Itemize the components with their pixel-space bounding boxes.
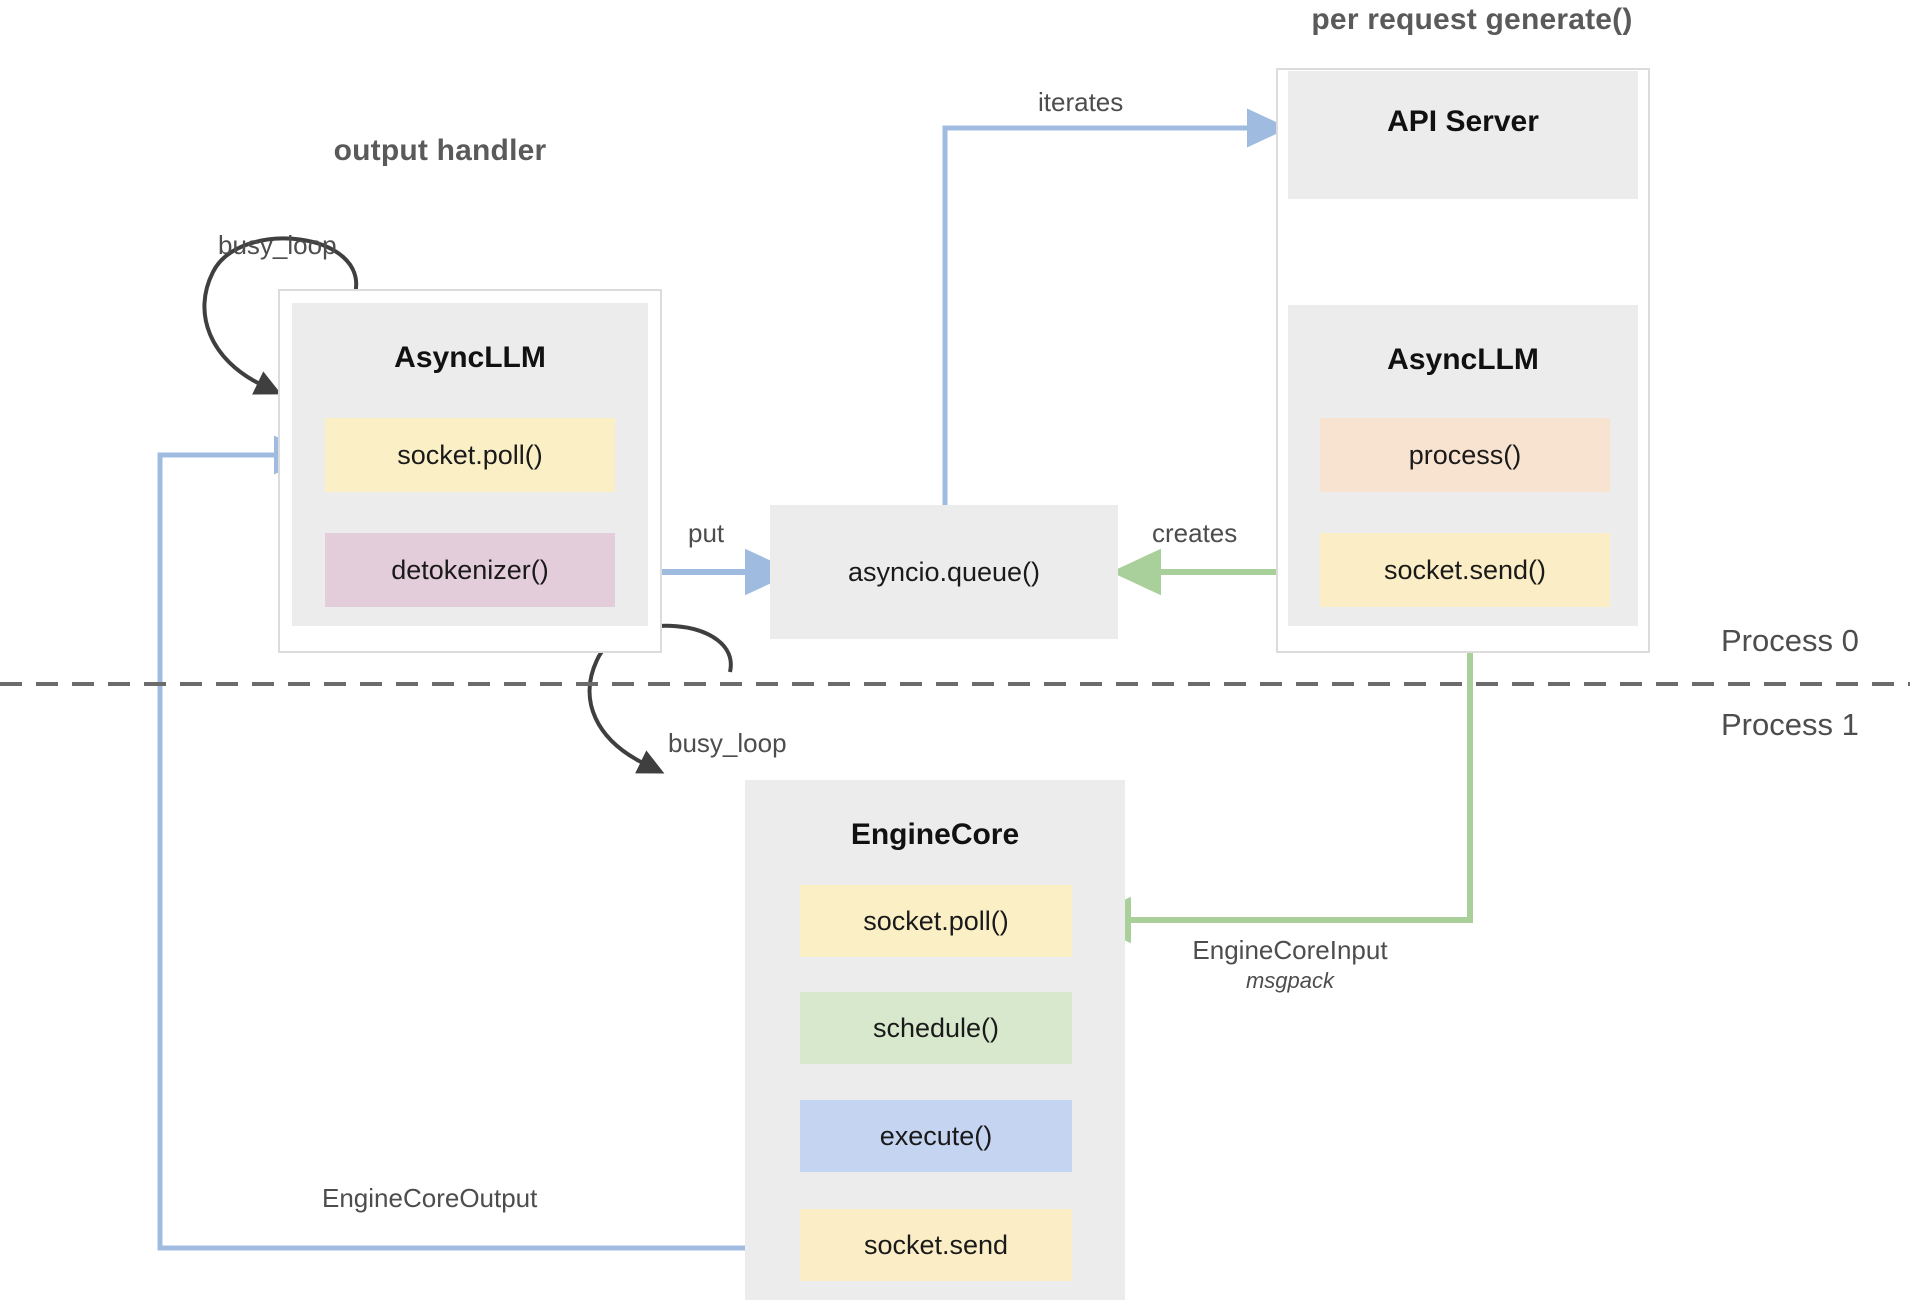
node-asyncio-queue[interactable]: asyncio.queue() (770, 505, 1118, 639)
chip-label: socket.poll() (397, 439, 543, 470)
module-title-api-server: API Server (1387, 105, 1539, 138)
chip-socket-send-enginecore[interactable]: socket.send (800, 1209, 1072, 1281)
group-title-output-handler: output handler (333, 134, 547, 167)
chip-label: socket.poll() (863, 905, 1009, 936)
label-put: put (688, 518, 725, 548)
module-title-enginecore: EngineCore (850, 818, 1020, 851)
group-title-per-request: per request generate() (1311, 3, 1633, 36)
label-engine-core-output: EngineCoreOutput (322, 1183, 538, 1213)
process-label-bottom: Process 1 (1721, 707, 1859, 742)
edge-iterates (942, 108, 1289, 505)
label-busy-loop-enginecore: busy_loop (668, 728, 787, 758)
label-engine-core-input-group: EngineCoreInput msgpack (1140, 935, 1440, 994)
chip-label: detokenizer() (391, 554, 549, 585)
label-engine-core-input: EngineCoreInput (1192, 935, 1388, 965)
module-title-asyncllm-output: AsyncLLM (394, 341, 546, 374)
chip-label: execute() (879, 1120, 993, 1151)
chip-detokenizer[interactable]: detokenizer() (325, 533, 615, 607)
chip-label: schedule() (872, 1012, 1000, 1043)
label-engine-core-input-sub: msgpack (1245, 968, 1335, 993)
label-creates: creates (1152, 518, 1238, 548)
chip-process[interactable]: process() (1320, 418, 1610, 492)
chip-execute[interactable]: execute() (800, 1100, 1072, 1172)
chip-socket-poll-output-handler[interactable]: socket.poll() (325, 418, 615, 492)
node-label: asyncio.queue() (847, 556, 1041, 587)
chip-label: socket.send (863, 1229, 1009, 1260)
chip-schedule[interactable]: schedule() (800, 992, 1072, 1064)
chip-label: process() (1408, 439, 1522, 470)
label-iterates: iterates (1038, 87, 1124, 117)
chip-socket-poll-enginecore[interactable]: socket.poll() (800, 885, 1072, 957)
chip-label: socket.send() (1383, 554, 1547, 585)
chip-socket-send-asyncllm[interactable]: socket.send() (1320, 533, 1610, 607)
process-label-top: Process 0 (1721, 623, 1859, 658)
label-busy-loop-output-handler: busy_loop (218, 230, 337, 260)
module-title-asyncllm-per-request: AsyncLLM (1387, 343, 1539, 376)
module-api-server[interactable]: API Server (1288, 71, 1638, 199)
